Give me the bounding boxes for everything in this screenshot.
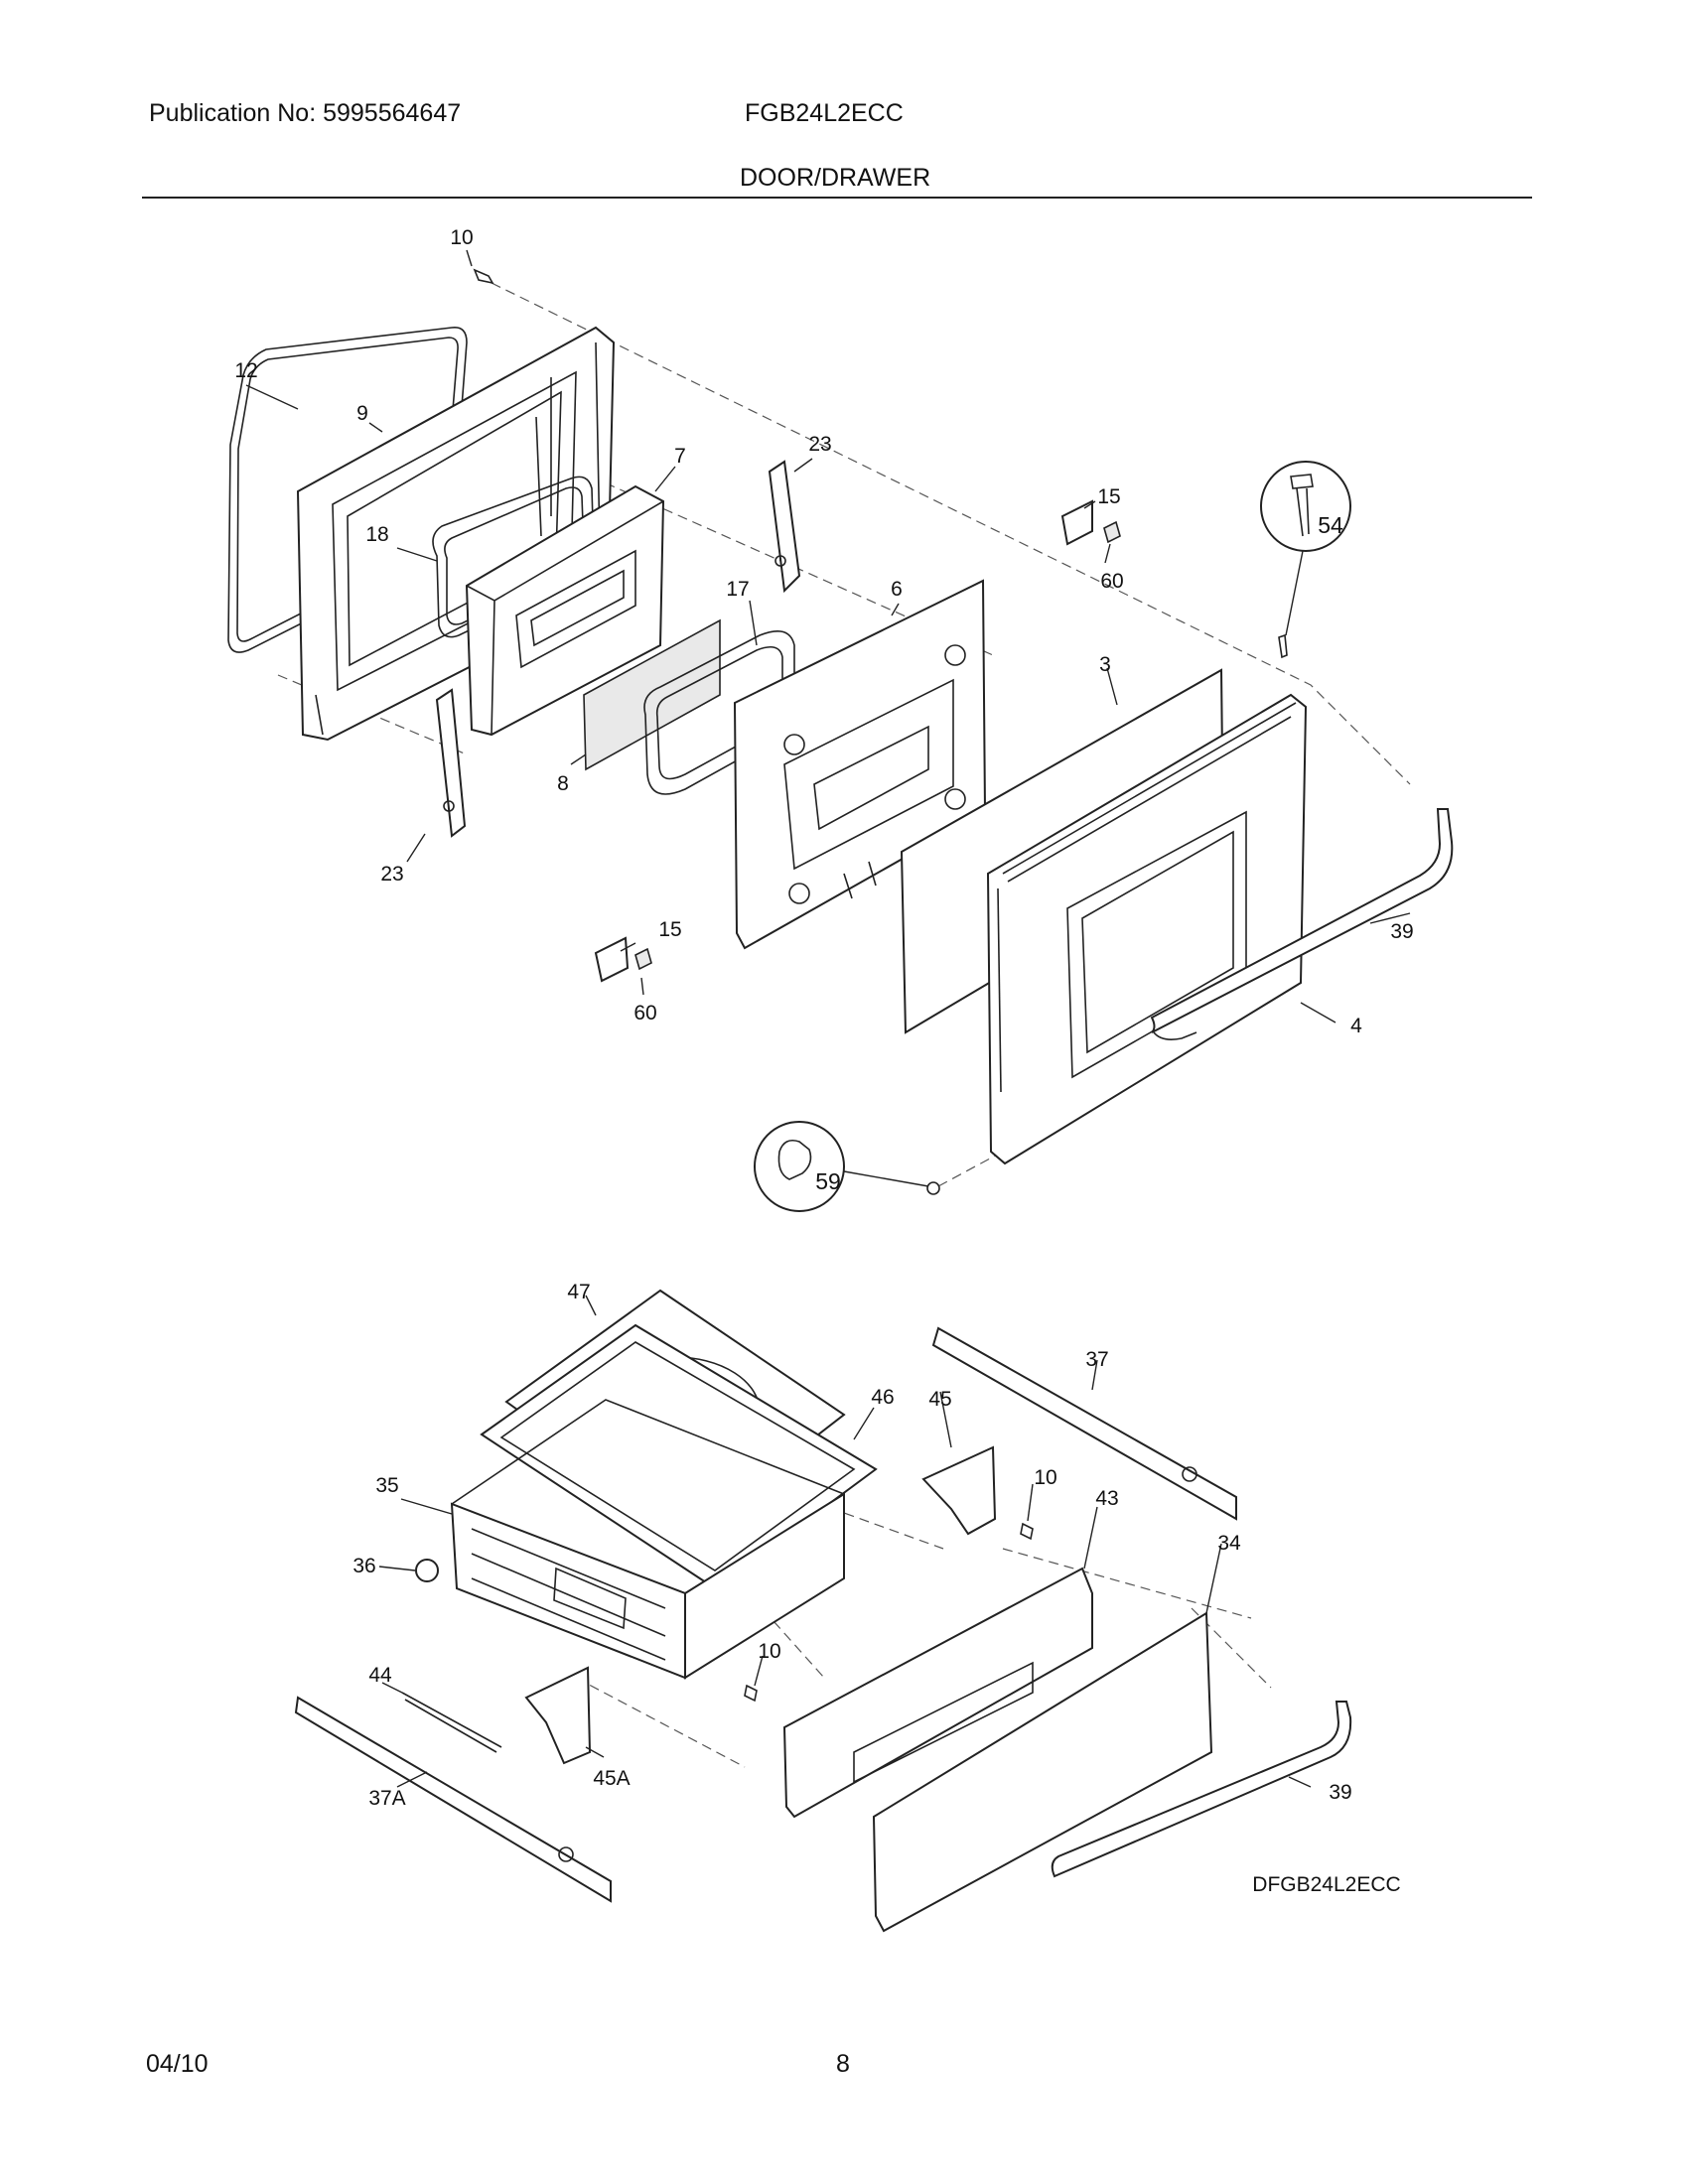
screw-10-drawer-left — [744, 1684, 758, 1703]
hinge-clip-15-upper — [1060, 499, 1121, 546]
door-inner-panel-6 — [733, 579, 987, 950]
page-number: 8 — [836, 2050, 850, 2078]
callout-37A: 37A — [368, 1787, 405, 1810]
screw-10-drawer-right — [1020, 1522, 1034, 1541]
door-hinge-23-upper — [768, 460, 801, 594]
callout-46: 46 — [871, 1386, 894, 1409]
callout-18: 18 — [365, 523, 388, 546]
callout-39-door: 39 — [1390, 920, 1413, 943]
callout-39-drawer: 39 — [1329, 1781, 1351, 1804]
drawer-rail-37A — [294, 1696, 612, 1903]
callout-4: 4 — [1350, 1015, 1362, 1037]
publication-number: Publication No: 5995564647 — [149, 99, 462, 127]
door-hinge-23-lower — [435, 688, 467, 838]
inner-glass-7 — [465, 484, 665, 737]
section-title: DOOR/DRAWER — [740, 164, 931, 192]
callout-44: 44 — [368, 1664, 392, 1687]
drawer-bracket-45A — [524, 1666, 592, 1765]
callout-15-lower: 15 — [658, 918, 681, 941]
drawer-box-35 — [450, 1399, 845, 1680]
footer-date: 04/10 — [146, 2050, 209, 2078]
drawer-bumper-36 — [415, 1559, 439, 1582]
callout-60-upper: 60 — [1100, 570, 1123, 593]
callout-10-drawer-right: 10 — [1034, 1466, 1056, 1489]
callout-45A: 45A — [593, 1767, 630, 1790]
callout-35: 35 — [375, 1474, 398, 1497]
callout-15-upper: 15 — [1097, 485, 1120, 508]
drawer-bracket-45 — [921, 1445, 997, 1536]
callout-36: 36 — [352, 1555, 375, 1577]
window-glass-8 — [583, 618, 721, 771]
callout-10-drawer-left: 10 — [758, 1640, 780, 1663]
callout-3: 3 — [1099, 653, 1111, 676]
callout-12: 12 — [234, 359, 257, 382]
callout-54: 54 — [1318, 512, 1343, 538]
callout-10: 10 — [450, 226, 473, 249]
header-rule — [142, 197, 1532, 199]
callout-6: 6 — [891, 578, 903, 601]
callout-59: 59 — [815, 1168, 841, 1194]
callout-45: 45 — [928, 1388, 951, 1411]
callout-23-lower: 23 — [380, 863, 403, 886]
diagram-code: DFGB24L2ECC — [1252, 1873, 1400, 1896]
hinge-clip-15-lower — [594, 936, 652, 983]
callout-7: 7 — [674, 445, 686, 468]
drawer-rail-37 — [931, 1326, 1237, 1521]
drawer-front-34 — [872, 1611, 1213, 1933]
screw-magnifier-54 — [1260, 461, 1351, 659]
callout-37: 37 — [1085, 1348, 1108, 1371]
callout-9: 9 — [356, 402, 368, 425]
callout-60-lower: 60 — [633, 1002, 656, 1024]
door-handle-39 — [1150, 808, 1454, 1040]
callout-34: 34 — [1217, 1532, 1241, 1555]
callout-23-upper: 23 — [808, 433, 831, 456]
leader-lines — [245, 384, 1411, 1788]
callout-47: 47 — [567, 1281, 590, 1303]
drawer-inner-front-43 — [782, 1567, 1093, 1819]
broiler-pan-46 — [480, 1323, 878, 1590]
callout-17: 17 — [726, 578, 749, 601]
callout-8: 8 — [557, 772, 569, 795]
model-number: FGB24L2ECC — [745, 99, 904, 127]
callout-43: 43 — [1095, 1487, 1118, 1510]
bumper-magnifier-59 — [754, 1121, 940, 1212]
screw-10-top — [466, 249, 494, 285]
drawer-handle-39 — [1051, 1701, 1352, 1878]
rail-clip-44 — [401, 1692, 502, 1753]
